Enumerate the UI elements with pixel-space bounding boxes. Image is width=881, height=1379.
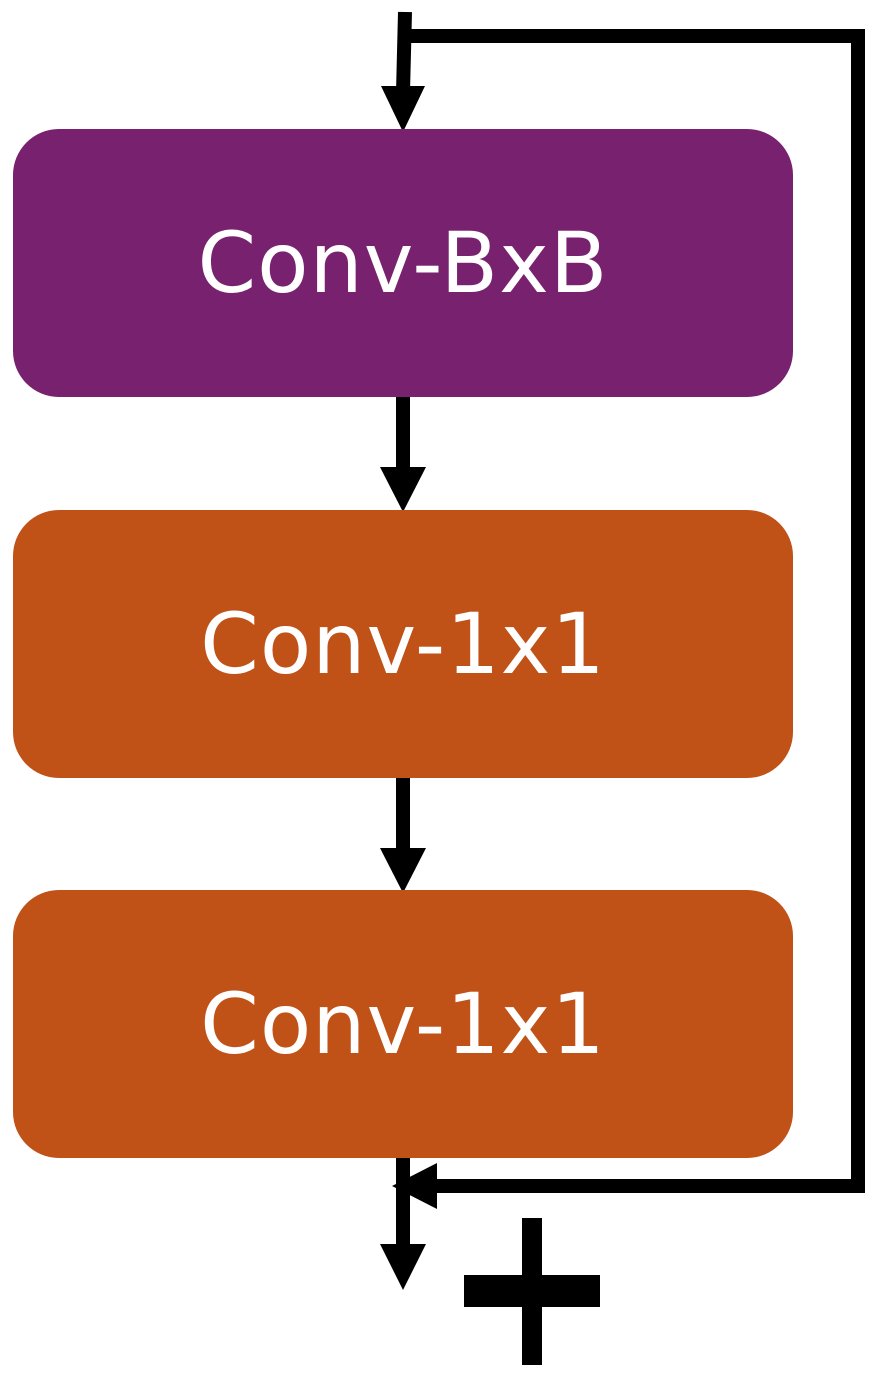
conv-1x1-block-first: Conv-1x1 (13, 510, 793, 778)
arrow-block1-to-block2 (380, 395, 426, 512)
input-arrow (381, 11, 425, 132)
conv-bxb-label: Conv-BxB (197, 214, 609, 312)
skip-connection (392, 29, 865, 1209)
conv-1x1-block-second: Conv-1x1 (13, 890, 793, 1158)
arrow-block2-to-block3 (380, 775, 426, 893)
output-arrow (380, 1156, 426, 1290)
plus-icon (464, 1218, 600, 1365)
conv-1x1-label-first: Conv-1x1 (200, 595, 606, 693)
conv-1x1-label-second: Conv-1x1 (200, 975, 606, 1073)
conv-bxb-block: Conv-BxB (13, 129, 793, 397)
